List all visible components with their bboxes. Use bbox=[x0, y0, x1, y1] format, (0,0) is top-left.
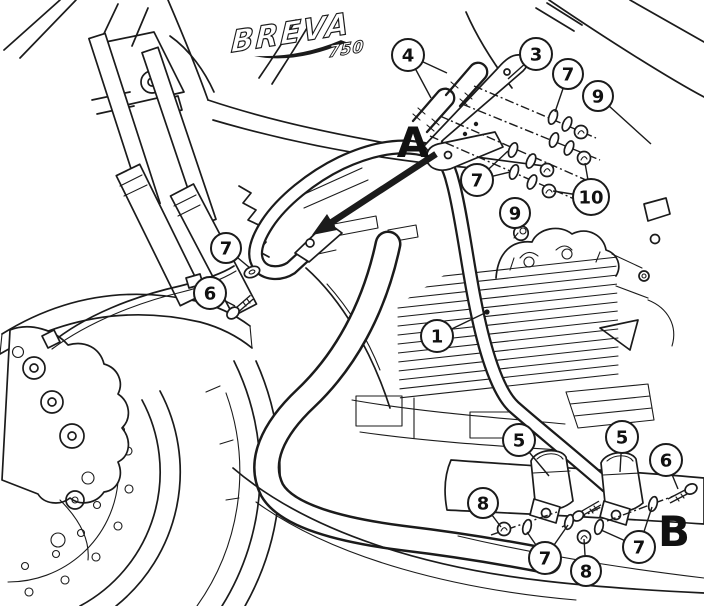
pipe-clamp bbox=[599, 451, 644, 526]
ref-letter-A: A bbox=[397, 118, 430, 167]
callout-6: 6 bbox=[649, 443, 683, 490]
upper-mounting-assembly bbox=[411, 54, 601, 242]
spring-washer bbox=[561, 116, 573, 132]
callout-circle bbox=[420, 319, 454, 353]
callout-1: 1 bbox=[420, 311, 488, 353]
callout-number: 7 bbox=[220, 238, 233, 259]
callout-5: 5 bbox=[605, 420, 639, 473]
callout-number: 5 bbox=[513, 430, 526, 451]
washer bbox=[548, 131, 560, 149]
brake-caliper bbox=[1, 265, 237, 561]
callout-number: 8 bbox=[580, 561, 593, 582]
callout-number: 6 bbox=[660, 450, 673, 471]
callout-7: 7 bbox=[552, 58, 584, 113]
callout-number: 7 bbox=[562, 64, 575, 85]
nut bbox=[539, 162, 555, 178]
washer bbox=[507, 141, 519, 159]
callout-circle bbox=[460, 163, 494, 197]
callout-4: 4 bbox=[391, 38, 448, 99]
callout-circle bbox=[210, 232, 242, 264]
callout-10: 10 bbox=[552, 162, 610, 216]
lower-clamp-assembly bbox=[490, 449, 698, 545]
callout-circle bbox=[605, 420, 639, 454]
callout-circle bbox=[649, 443, 683, 477]
callout-number: 9 bbox=[509, 203, 522, 224]
washer bbox=[593, 518, 605, 536]
callout-9: 9 bbox=[582, 80, 652, 145]
callout-number: 9 bbox=[592, 86, 605, 107]
callout-circle bbox=[519, 37, 553, 71]
callout-3: 3 bbox=[507, 37, 553, 80]
pipe-clamp bbox=[529, 449, 574, 524]
washers-and-nuts bbox=[507, 108, 592, 242]
callout-7: 7 bbox=[210, 232, 251, 269]
callout-5: 5 bbox=[502, 423, 550, 477]
callout-7: 7 bbox=[460, 150, 511, 197]
tank-logo: BREVA 750 bbox=[230, 6, 366, 62]
callout-number: 6 bbox=[204, 283, 217, 304]
reference-letters: AB bbox=[397, 118, 690, 556]
callout-number: 8 bbox=[477, 493, 490, 514]
callout-number: 3 bbox=[530, 44, 543, 65]
washer bbox=[521, 518, 533, 536]
callout-number: 10 bbox=[578, 187, 603, 208]
callout-number: 4 bbox=[402, 45, 415, 66]
callout-circle bbox=[572, 178, 610, 216]
callout-number: 7 bbox=[633, 537, 646, 558]
callout-circle bbox=[499, 197, 531, 229]
callout-circle bbox=[502, 423, 536, 457]
washer bbox=[508, 163, 520, 181]
spring-washer bbox=[526, 174, 538, 190]
callout-number: 7 bbox=[539, 548, 552, 569]
direction-arrow-a bbox=[312, 151, 438, 235]
front-tab-hardware bbox=[226, 265, 261, 320]
callout-circle bbox=[467, 487, 499, 519]
callout-9: 9 bbox=[499, 197, 531, 229]
spring-washer bbox=[563, 140, 575, 156]
callout-number: 5 bbox=[616, 427, 629, 448]
headstock-and-frame bbox=[3, 0, 308, 115]
callout-7: 7 bbox=[526, 524, 569, 575]
callout-8: 8 bbox=[570, 538, 602, 587]
frame-right-details bbox=[565, 197, 675, 429]
callout-circle bbox=[193, 276, 227, 310]
callout-number: 1 bbox=[431, 326, 444, 347]
callout-circle bbox=[570, 555, 602, 587]
callout-circle bbox=[622, 530, 656, 564]
callout-8: 8 bbox=[467, 487, 502, 528]
screw bbox=[226, 294, 254, 320]
screw bbox=[667, 483, 698, 504]
callout-number: 7 bbox=[471, 170, 484, 191]
callout-circle bbox=[391, 38, 425, 72]
nut bbox=[573, 124, 589, 140]
callout-6: 6 bbox=[193, 276, 236, 310]
spring-washer bbox=[525, 153, 537, 169]
callout-7: 7 bbox=[600, 506, 656, 564]
washer bbox=[547, 108, 559, 126]
callout-circle bbox=[582, 80, 614, 112]
tank-logo-swoosh bbox=[253, 40, 347, 59]
callout-circle bbox=[552, 58, 584, 90]
engine-protection-bar bbox=[248, 139, 615, 494]
u-bolt bbox=[411, 87, 456, 134]
nut bbox=[576, 150, 592, 166]
ref-letter-B: B bbox=[658, 507, 690, 556]
callout-circle bbox=[528, 541, 562, 575]
